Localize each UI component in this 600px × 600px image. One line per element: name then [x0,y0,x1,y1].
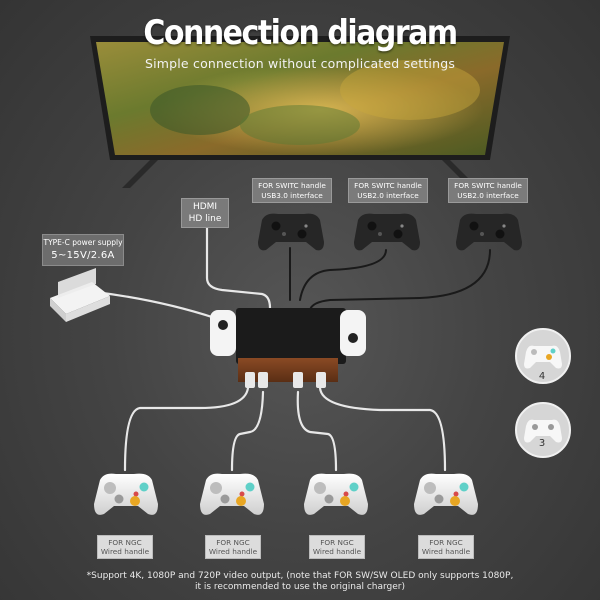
ngc-controller [200,473,264,515]
pro-controller [354,213,420,251]
usb-label-3-line1: FOR SWITC handle [454,181,522,190]
badge-four [515,328,571,384]
ngc-controller [94,473,158,515]
ngc-label-4-line1: FOR NGC [429,538,463,547]
ngc-label-4: FOR NGC Wired handle [418,535,474,559]
footnote-line1: *Support 4K, 1080P and 720P video output… [86,571,514,581]
usb-label-1-line2: USB3.0 interface [261,191,323,200]
pro-controller [258,213,324,251]
ngc-label-1: FOR NGC Wired handle [97,535,153,559]
ngc-label-4-line2: Wired handle [421,547,471,556]
usb-label-2-line2: USB2.0 interface [357,191,419,200]
ngc-label-3-line1: FOR NGC [320,538,354,547]
ngc-label-2: FOR NGC Wired handle [205,535,261,559]
ngc-label-1-line2: Wired handle [100,547,150,556]
ngc-label-1-line1: FOR NGC [108,538,142,547]
badge-three-number: 3 [539,438,545,449]
badge-three [515,402,571,458]
ngc-label-2-line2: Wired handle [208,547,258,556]
page-subtitle: Simple connection without complicated se… [144,56,456,71]
power-supply-type: TYPE-C power supply [43,238,123,247]
ngc-label-3: FOR NGC Wired handle [309,535,365,559]
usb-label-1: FOR SWITC handle USB3.0 interface [252,178,332,203]
footnote-line2: it is recommended to use the original ch… [194,582,406,592]
tv [90,36,510,188]
ngc-controller [414,473,478,515]
usb-label-3: FOR SWITC handle USB2.0 interface [448,178,528,203]
ngc-controller [304,473,368,515]
dock [210,308,366,388]
hdmi-label: HDMI HD line [181,198,229,228]
hdmi-label-line2: HD line [188,214,222,224]
footnote: *Support 4K, 1080P and 720P video output… [0,571,600,593]
power-adapter [50,268,110,322]
badge-four-number: 4 [539,371,545,382]
cables [93,226,491,472]
usb-label-2-line1: FOR SWITC handle [354,181,422,190]
power-supply-rating: 5~15V/2.6A [51,250,115,261]
hdmi-label-line1: HDMI [192,202,218,212]
page-title: Connection diagram [143,13,458,54]
usb-label-2: FOR SWITC handle USB2.0 interface [348,178,428,203]
ngc-label-2-line1: FOR NGC [216,538,250,547]
ngc-label-3-line2: Wired handle [312,547,362,556]
usb-label-1-line1: FOR SWITC handle [258,181,326,190]
usb-label-3-line2: USB2.0 interface [457,191,519,200]
power-supply-label: TYPE-C power supply 5~15V/2.6A [42,234,124,266]
pro-controller [456,213,522,251]
